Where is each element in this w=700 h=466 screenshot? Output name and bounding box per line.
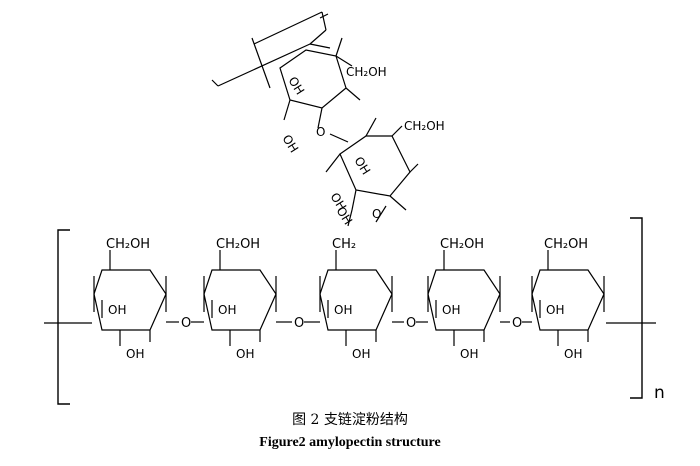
chain-ring-2-top-label: CH₂OH — [216, 237, 260, 252]
branch-ring-o: O — [372, 207, 381, 221]
chain-ring-5 — [531, 269, 605, 331]
caption-chinese: 图 2 支链淀粉结构 — [292, 412, 408, 428]
chain-ring-2-oh-inner: OH — [218, 303, 236, 317]
chain-ring-2-oh-lower: OH — [236, 347, 254, 361]
branch-bracket — [217, 29, 331, 87]
chain-glycosidic-o-4: O — [512, 316, 522, 331]
branch-labels: CH₂OH OH OH O CH₂OH OH OH OH O — [279, 65, 444, 227]
chain-ring-3-oh-inner: OH — [334, 303, 352, 317]
branch-oh-3: OH — [351, 154, 373, 177]
chain-ring-4-oh-lower: OH — [460, 347, 478, 361]
branch-chain — [211, 11, 419, 227]
chain-ring-5-top-label: CH₂OH — [544, 237, 588, 252]
repeat-count-label: n — [654, 383, 665, 403]
branch-oh-2: OH — [279, 132, 301, 155]
chain-ring-3 — [319, 269, 393, 331]
branch-ch2oh-1: CH₂OH — [346, 65, 387, 79]
chain-glycosidic-o-2: O — [294, 316, 304, 331]
chain-ring-4-top-label: CH₂OH — [440, 237, 484, 252]
chain-ring-4-oh-inner: OH — [442, 303, 460, 317]
chain-ring-3-oh-lower: OH — [352, 347, 370, 361]
chain-ring-2 — [203, 269, 277, 331]
branch-oh-1: OH — [285, 74, 307, 97]
chain-ring-5-oh-lower: OH — [564, 347, 582, 361]
chain-glycosidic-o-1: O — [181, 316, 191, 331]
left-bracket — [57, 229, 70, 405]
branch-ring-2 — [339, 135, 411, 197]
chain-glycosidic-o-3: O — [406, 316, 416, 331]
chain-ring-1-oh-lower: OH — [126, 347, 144, 361]
repeat-unit-brackets — [57, 217, 643, 405]
chain-ring-1-oh-inner: OH — [108, 303, 126, 317]
branch-glycosidic-o: O — [316, 125, 325, 139]
chain-ring-1-top-label: CH₂OH — [106, 237, 150, 252]
chain-ring-3-top-label: CH₂ — [332, 237, 356, 252]
main-chain-rings: CH₂OHOHOHOCH₂OHOHOHOCH₂OHOHOCH₂OHOHOHOCH… — [93, 237, 605, 361]
caption-english: Figure2 amylopectin structure — [259, 435, 440, 450]
branch-ch2oh-2: CH₂OH — [404, 119, 445, 133]
chain-ring-5-oh-inner: OH — [546, 303, 564, 317]
chain-ring-1 — [93, 269, 167, 331]
chain-ring-4 — [427, 269, 501, 331]
branch-bracket-arm — [211, 13, 329, 87]
right-bracket — [630, 217, 643, 399]
